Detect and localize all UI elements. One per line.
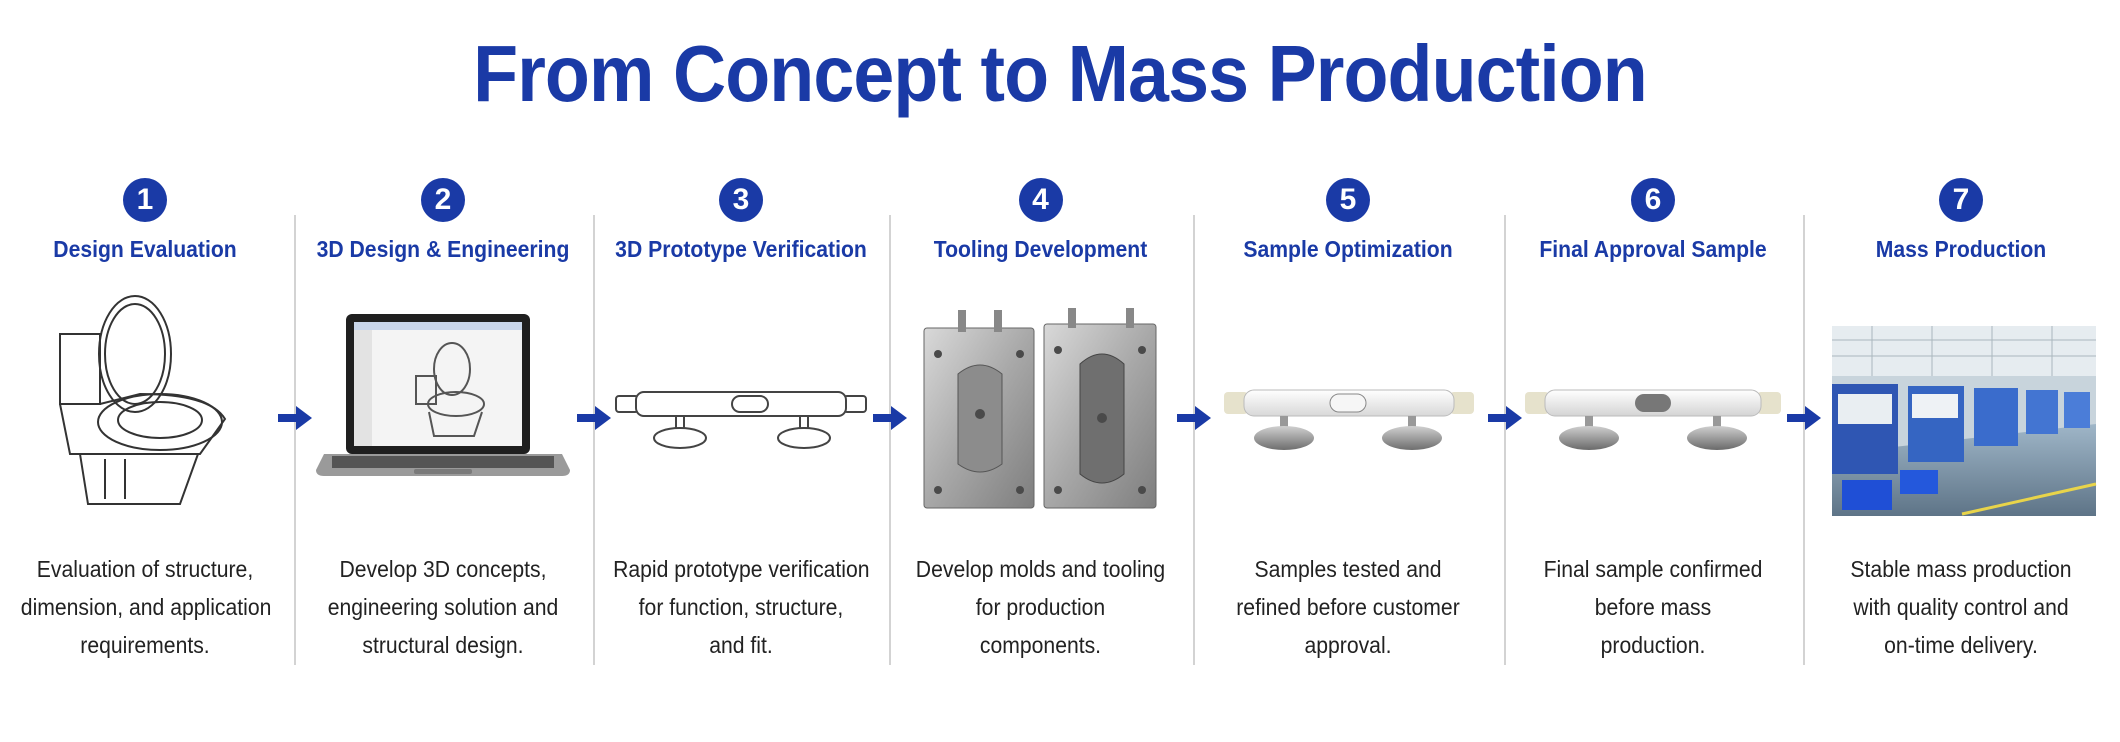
step-number: 5 bbox=[1326, 178, 1370, 222]
step-description: Rapid prototype verification for functio… bbox=[613, 550, 869, 664]
step-number: 2 bbox=[421, 178, 465, 222]
mold-tooling-icon bbox=[923, 308, 1157, 509]
arrow-right-icon bbox=[1177, 406, 1211, 430]
description-line: Samples tested and bbox=[1254, 556, 1442, 582]
arrow-right-icon bbox=[873, 406, 907, 430]
description-line: Final sample confirmed bbox=[1543, 556, 1763, 582]
step-number: 1 bbox=[123, 178, 167, 222]
step-label: Mass Production bbox=[1875, 236, 2047, 262]
description-line: with quality control and bbox=[1853, 594, 2069, 620]
step-description: Final sample confirmed before mass produ… bbox=[1524, 550, 1782, 664]
step-description: Develop molds and tooling for production… bbox=[909, 550, 1171, 664]
description-line: Rapid prototype verification bbox=[613, 556, 870, 582]
description-line: structural design. bbox=[362, 632, 524, 658]
step-divider bbox=[1193, 215, 1195, 665]
description-line: requirements. bbox=[80, 632, 210, 658]
description-line: engineering solution and bbox=[327, 594, 559, 620]
step-7: 7 Mass Production Stable mass production… bbox=[1812, 178, 2110, 678]
step-4: 4 Tooling Development Develop molds and … bbox=[898, 178, 1183, 678]
step-2: 2 3D Design & Engineering Develop 3D con… bbox=[304, 178, 582, 678]
step-1: 1 Design Evaluation Evaluation of struct… bbox=[10, 178, 280, 678]
step-number: 6 bbox=[1631, 178, 1675, 222]
step-number: 4 bbox=[1018, 178, 1063, 222]
page-title: From Concept to Mass Production bbox=[473, 29, 1648, 118]
arrow-right-icon bbox=[1488, 406, 1522, 430]
step-divider bbox=[889, 215, 891, 665]
step-label: Sample Optimization bbox=[1243, 236, 1453, 262]
step-label: 3D Design & Engineering bbox=[316, 236, 570, 262]
arrow-right-icon bbox=[577, 406, 611, 430]
step-divider bbox=[1803, 215, 1805, 665]
step-number: 7 bbox=[1939, 178, 1983, 222]
step-description: Develop 3D concepts, engineering solutio… bbox=[315, 550, 571, 664]
description-line: Develop 3D concepts, bbox=[339, 556, 547, 582]
step-3: 3 3D Prototype Verification Rapid protot… bbox=[602, 178, 880, 678]
factory-floor-icon bbox=[1832, 326, 2097, 516]
description-line: refined before customer bbox=[1236, 594, 1460, 620]
arrow-right-icon bbox=[278, 406, 312, 430]
description-line: before mass bbox=[1594, 594, 1712, 620]
prototype-bar-icon bbox=[615, 391, 867, 449]
step-number: 3 bbox=[719, 178, 763, 222]
description-line: dimension, and application bbox=[20, 594, 272, 620]
step-label: 3D Prototype Verification bbox=[615, 236, 867, 262]
description-line: for function, structure, bbox=[638, 594, 844, 620]
step-description: Stable mass production with quality cont… bbox=[1824, 550, 2098, 664]
description-line: Evaluation of structure, bbox=[36, 556, 254, 582]
step-description: Samples tested and refined before custom… bbox=[1214, 550, 1483, 664]
step-label: Design Evaluation bbox=[53, 236, 237, 262]
step-description: Evaluation of structure, dimension, and … bbox=[20, 550, 272, 664]
step-divider bbox=[294, 215, 296, 665]
toilet-sketch-icon bbox=[59, 295, 227, 505]
description-line: on-time delivery. bbox=[1884, 632, 2038, 658]
step-label: Tooling Development bbox=[933, 236, 1148, 262]
step-label: Final Approval Sample bbox=[1539, 236, 1767, 262]
description-line: Stable mass production bbox=[1850, 556, 2072, 582]
laptop-cad-icon bbox=[316, 314, 570, 476]
step-6: 6 Final Approval Sample Final sample con… bbox=[1513, 178, 1793, 678]
description-line: and fit. bbox=[709, 632, 773, 658]
arrow-right-icon bbox=[1787, 406, 1821, 430]
description-line: Develop molds and tooling bbox=[915, 556, 1166, 582]
approval-bar-icon bbox=[1525, 389, 1781, 450]
sample-bar-icon bbox=[1224, 389, 1474, 450]
description-line: approval. bbox=[1304, 632, 1392, 658]
step-divider bbox=[1504, 215, 1506, 665]
description-line: production. bbox=[1600, 632, 1706, 658]
step-divider bbox=[593, 215, 595, 665]
description-line: components. bbox=[979, 632, 1102, 658]
step-5: 5 Sample Optimization Samples tested and… bbox=[1202, 178, 1494, 678]
description-line: for production bbox=[975, 594, 1106, 620]
